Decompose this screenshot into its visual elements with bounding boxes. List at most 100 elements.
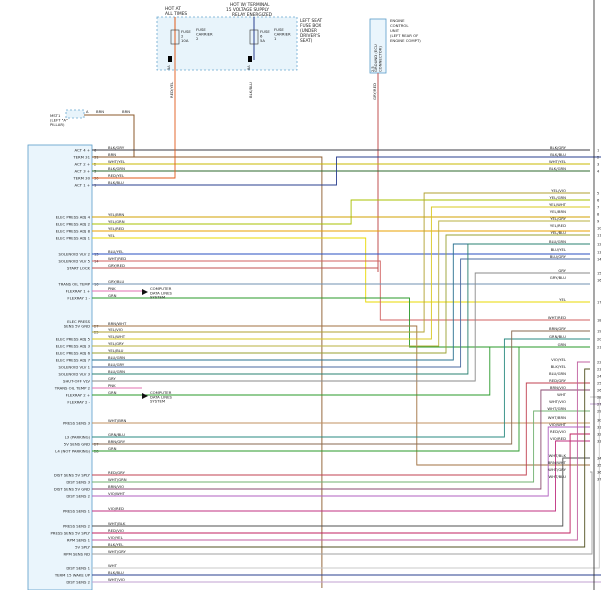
wire	[92, 338, 590, 438]
module-pin-label: FLEXRAY 2 +	[66, 393, 90, 398]
module-pin-label: SOLENOID VLV 3	[58, 372, 90, 377]
wire-color-label: GRY/BLU	[108, 279, 124, 284]
wire-color-label: BRN/WHT	[108, 321, 127, 326]
right-pin-number: 37	[597, 477, 601, 481]
wire	[92, 156, 590, 186]
wire	[92, 346, 590, 452]
wire-color-label: BLK/BLU	[108, 570, 124, 575]
wire-color-label: WHT/BRN	[108, 418, 126, 423]
wire	[92, 258, 590, 368]
right-wire-color-label: BLU/YEL	[551, 247, 567, 252]
wire	[92, 234, 590, 354]
wire-color-label: BLU/GRY	[108, 362, 125, 367]
right-wire-color-label: VIO/RED	[550, 436, 566, 441]
right-wire-color-label: BRN/WHT	[548, 460, 567, 465]
wire-color-label: YEL/BRN	[108, 212, 124, 217]
module-pin-label: START LOCK	[67, 266, 91, 271]
right-wire-color-label: WHT/BRN	[548, 415, 566, 420]
module-pin-label: L4 (NOT PARKING)	[55, 449, 90, 454]
module-pin-label: TRANS OIL TEMP 2	[54, 386, 91, 391]
wire-color-label: VIO/RED	[108, 506, 124, 511]
right-pin-number: 26	[597, 388, 601, 392]
right-pin-number: 5	[597, 191, 599, 195]
module-pin-label: DIST SENS 1	[66, 566, 90, 571]
arrow-right-icon	[142, 289, 148, 295]
right-wire-color-label: BLU/GRN	[549, 239, 566, 244]
right-pin-number: 12	[597, 242, 601, 246]
wire	[92, 237, 590, 303]
right-wire-color-label: RED/GRY	[549, 378, 567, 383]
wire-color-label: WHT/GRY	[108, 549, 127, 554]
module-pin-label: ELEC PRESS ADJ 8	[56, 229, 91, 234]
wire	[92, 156, 601, 576]
wire-color-label: GRN	[108, 390, 117, 395]
wire-color-label: YEL/VIO	[108, 327, 123, 332]
right-wire-color-label: YEL/BRN	[550, 209, 566, 214]
right-pin-number: 13	[597, 250, 601, 254]
right-pin-number: 22	[597, 360, 601, 364]
wire	[92, 361, 590, 541]
module-pin-label: ELEC PRESS ADJ 5	[56, 337, 91, 342]
wire-color-label: WHT/RED	[108, 256, 126, 261]
fuse-a-wire-label: RED/YEL	[169, 81, 174, 98]
right-wire-color-label: BLK/GRY	[550, 145, 567, 150]
module-pin-label: ELEC PRESS ADJ 7	[56, 358, 91, 363]
module-pin-label: SOLENOID VLV 1	[58, 365, 90, 370]
right-wire-color-label: VIO/WHT	[549, 422, 567, 427]
wire-color-label: RED/YEL	[108, 173, 125, 178]
module-pin-label: DIST SENS 5V SPLY	[54, 473, 91, 478]
wire	[92, 220, 590, 347]
module-pin-label: ACT 2 +	[74, 162, 90, 167]
right-pin-number: 2	[597, 155, 599, 159]
wire-color-label: GRN	[108, 446, 117, 451]
right-wire-color-label: RED/VIO	[550, 429, 566, 434]
right-wire-color-label: WHT/RED	[548, 315, 566, 320]
module-pin-label: ELEC PRESS ADJ 3	[56, 344, 91, 349]
right-wire-color-label: BLK/GRN	[549, 166, 566, 171]
ecu-wire-label: GRY/RED	[372, 83, 377, 100]
right-wire-color-label: BLK/YEL	[551, 364, 567, 369]
right-wire-color-label: BLK/BLU	[550, 152, 566, 157]
module-pin-label: FLEXRAY 2 -	[67, 400, 90, 405]
module-pin-label: FLEXRAY 1 +	[66, 289, 90, 294]
module-pin-label: DIST SENS 3	[66, 480, 90, 485]
right-wire-color-label: YEL/RED	[550, 223, 566, 228]
wire-color-label: WHT	[108, 563, 118, 568]
right-wire-color-label: GRN	[558, 342, 567, 347]
right-wire-color-label: GRY	[558, 268, 566, 273]
module-pin-label: PRESS SENS 2	[63, 524, 91, 529]
fuse-icon	[249, 29, 259, 45]
module-pin-label: PRESS SENS 5V SPLY	[51, 531, 91, 536]
fuse-box	[156, 16, 298, 71]
module-pin-label: DIST SENS 2	[66, 580, 90, 585]
right-wire-color-label: GRY/BLU	[550, 275, 566, 280]
fuse-b-pin: 8A	[247, 65, 251, 70]
module-pin-label: DIST SENS 5V GND	[54, 487, 90, 492]
right-pin-number: 10	[597, 226, 601, 230]
module-pin-label: SHUT-OFF VLV	[63, 379, 90, 384]
right-wire-color-label: BRN/GRY	[549, 326, 567, 331]
right-wire-color-label: WHT/BLK	[549, 453, 567, 458]
wire-color-label: GRN	[108, 293, 117, 298]
right-wire-color-label: BRN/VIO	[550, 385, 566, 390]
wire-color-label: BLK/BLU	[108, 180, 124, 185]
right-pin-number: 18	[597, 318, 601, 322]
right-pin-number: 19	[597, 329, 601, 333]
wire	[92, 330, 590, 445]
right-pin-number: 34	[597, 456, 601, 460]
right-pin-number: 7	[597, 205, 599, 209]
wire	[92, 199, 590, 225]
module-pin-label: DIST SENS 2	[66, 494, 90, 499]
right-wire-color-label: GRN/BLU	[549, 334, 566, 339]
wire	[92, 272, 590, 382]
module-pin-label: 5V SPLY	[75, 545, 91, 550]
wire	[92, 260, 590, 321]
module-pin-label: FLEXRAY 1 -	[67, 296, 90, 301]
wire	[92, 457, 590, 527]
module-pin-label: ACT 3 +	[74, 169, 90, 174]
